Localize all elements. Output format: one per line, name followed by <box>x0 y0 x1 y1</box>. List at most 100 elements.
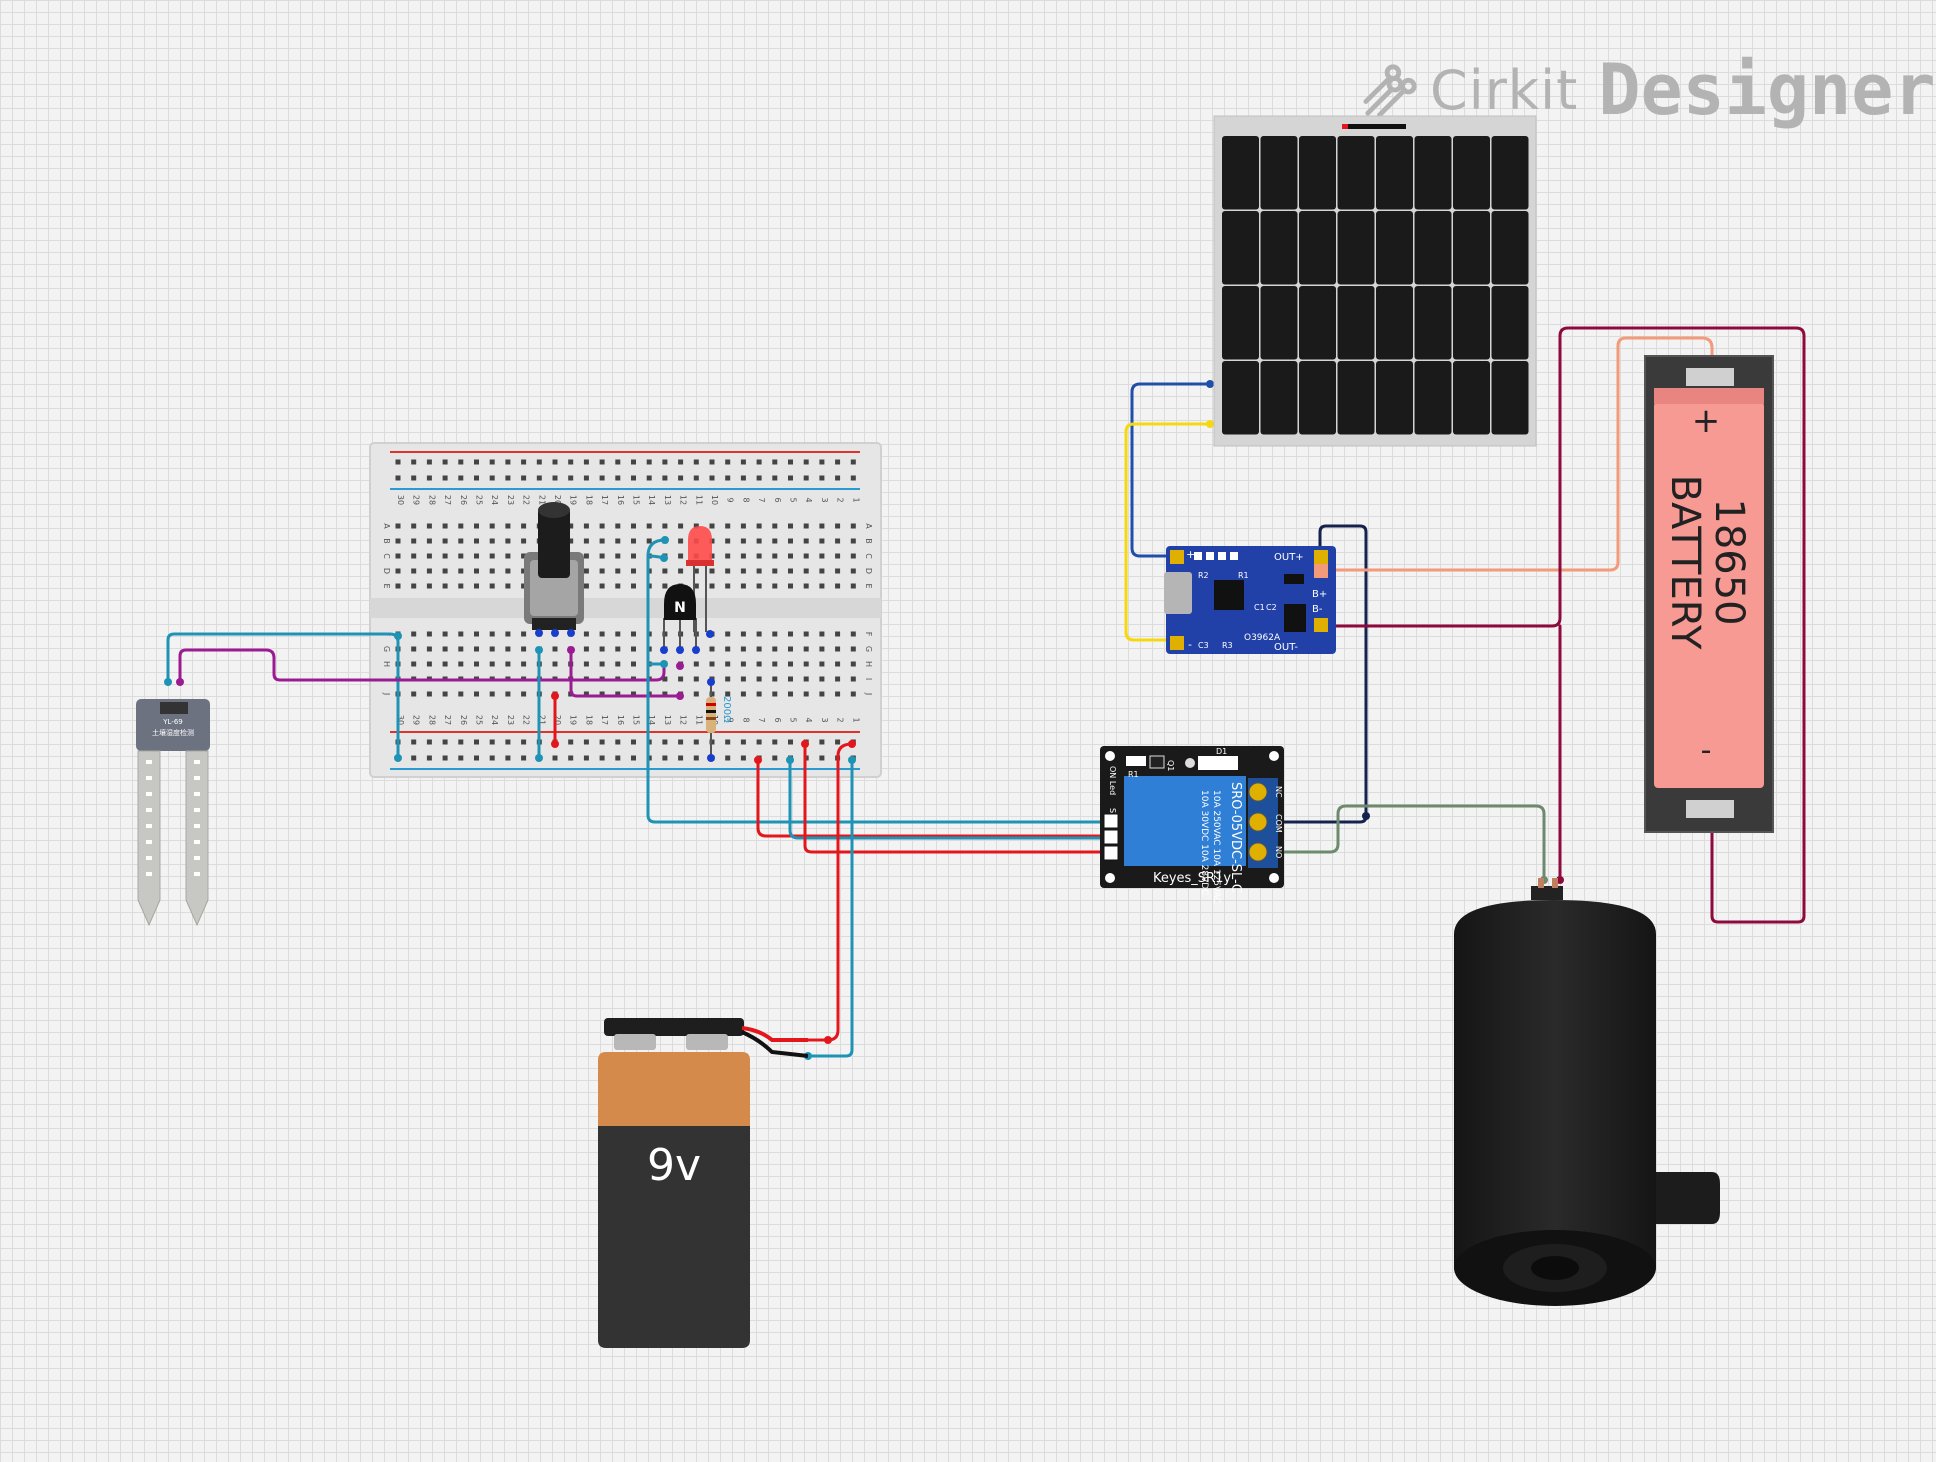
breadboard-hole <box>772 553 778 559</box>
wire-end <box>660 660 668 668</box>
charger-c3: C3 <box>1198 641 1209 650</box>
breadboard-hole <box>583 538 589 544</box>
breadboard-hole <box>662 475 668 481</box>
charger-smd <box>1194 552 1202 560</box>
breadboard-hole <box>489 631 495 637</box>
breadboard-hole <box>819 631 825 637</box>
breadboard-column-label: 14 <box>647 495 656 505</box>
charger-mosfet <box>1284 604 1306 632</box>
relay-header-minus[interactable] <box>1103 845 1119 861</box>
breadboard-column-label: 2 <box>836 717 845 722</box>
wire-solar-positive <box>1130 382 1212 558</box>
breadboard-hole <box>631 538 636 544</box>
breadboard-hole <box>788 631 793 637</box>
solar-panel[interactable] <box>1213 115 1537 447</box>
wire-end <box>535 646 543 654</box>
charger-module[interactable]: + - OUT+ OUT- B+ B- O3962A R2 R1 C3 R3 C… <box>1164 546 1336 654</box>
relay-module[interactable]: SRO-05VDC-SL-C 10A 250VAC 10A 125VAC 10A… <box>1100 746 1284 904</box>
soil-moisture-sensor[interactable]: YL-69 土壤湿度检测 <box>136 699 210 927</box>
motor-terminal <box>1552 878 1558 888</box>
dc-motor[interactable] <box>1454 878 1720 1306</box>
breadboard-hole <box>521 691 527 697</box>
wire-charger-out-to-relay <box>1256 524 1368 824</box>
breadboard-hole <box>395 538 401 544</box>
solar-cell <box>1453 211 1490 285</box>
relay-screw-com[interactable] <box>1248 812 1268 832</box>
breadboard-hole <box>756 631 762 637</box>
breadboard-hole <box>489 583 495 589</box>
relay-screw-no[interactable] <box>1248 842 1268 862</box>
breadboard-hole <box>693 755 699 761</box>
breadboard-hole <box>489 475 495 481</box>
breadboard-hole <box>458 739 464 745</box>
breadboard-column-label: 25 <box>475 715 484 725</box>
relay-coil-label: SRO-05VDC-SL-C <box>1228 782 1243 893</box>
resistor[interactable]: 200Ω <box>706 678 732 762</box>
relay-led-label: ON Led <box>1108 766 1117 795</box>
charger-pad-in-plus <box>1170 550 1184 564</box>
resistor-pin <box>707 754 715 762</box>
solar-cells <box>1222 136 1529 435</box>
breadboard-hole <box>740 739 746 745</box>
breadboard-hole <box>458 631 464 637</box>
breadboard-hole <box>740 538 746 544</box>
breadboard-hole <box>568 523 574 529</box>
breadboard-hole <box>442 553 448 559</box>
breadboard-hole <box>505 691 511 697</box>
breadboard-hole <box>521 459 527 465</box>
breadboard-column-label: 27 <box>443 715 452 725</box>
breadboard-hole <box>850 568 856 574</box>
breadboard-hole <box>835 568 841 574</box>
usb-port <box>1164 572 1192 614</box>
breadboard-column-label: 28 <box>427 715 436 725</box>
breadboard-hole <box>725 631 731 637</box>
breadboard-hole <box>568 739 574 745</box>
breadboard-hole <box>772 538 778 544</box>
breadboard-column-label: 28 <box>427 495 436 505</box>
pot-pin <box>567 629 575 637</box>
relay-screw-nc[interactable] <box>1248 782 1268 802</box>
breadboard-hole <box>725 538 731 544</box>
wire-end <box>848 740 856 748</box>
solar-cell <box>1376 211 1413 285</box>
resistor-band <box>706 717 716 720</box>
breadboard-row-label: C <box>382 553 391 559</box>
breadboard-hole <box>788 553 793 559</box>
breadboard-hole <box>819 475 825 481</box>
breadboard-hole <box>788 676 793 682</box>
potentiometer[interactable] <box>524 502 584 637</box>
breadboard-hole <box>599 739 605 745</box>
relay-header-plus[interactable] <box>1103 829 1119 845</box>
breadboard-hole <box>662 676 668 682</box>
breadboard-hole <box>819 538 825 544</box>
battery-18650-holder[interactable]: + - 18650 BATTERY <box>1644 355 1774 833</box>
breadboard-column-label: 23 <box>506 495 515 505</box>
breadboard-hole <box>474 475 479 481</box>
breadboard-hole <box>599 691 605 697</box>
breadboard-hole <box>662 691 668 697</box>
breadboard-hole <box>725 661 731 667</box>
breadboard-hole <box>583 646 589 652</box>
breadboard-hole <box>819 691 825 697</box>
breadboard-hole <box>552 459 558 465</box>
breadboard-column-label: 11 <box>694 715 703 725</box>
breadboard-hole <box>725 676 731 682</box>
relay-header-s[interactable] <box>1103 813 1119 829</box>
breadboard-hole <box>599 553 605 559</box>
npn-transistor[interactable]: N <box>660 584 714 654</box>
solar-cell <box>1414 361 1452 435</box>
solar-cell <box>1376 136 1413 210</box>
wire-end <box>535 754 543 762</box>
breadboard-hole <box>756 691 762 697</box>
battery-body <box>598 1126 750 1348</box>
breadboard-hole <box>474 459 479 465</box>
breadboard-hole <box>442 646 448 652</box>
breadboard-hole <box>615 523 621 529</box>
wire-end <box>567 646 575 654</box>
solar-cell <box>1337 361 1375 435</box>
battery-9v[interactable]: 9v <box>598 1018 809 1348</box>
breadboard-hole <box>693 691 699 697</box>
breadboard-hole <box>725 755 731 761</box>
charger-c2: C2 <box>1266 603 1277 612</box>
battery-cap <box>1654 388 1764 404</box>
